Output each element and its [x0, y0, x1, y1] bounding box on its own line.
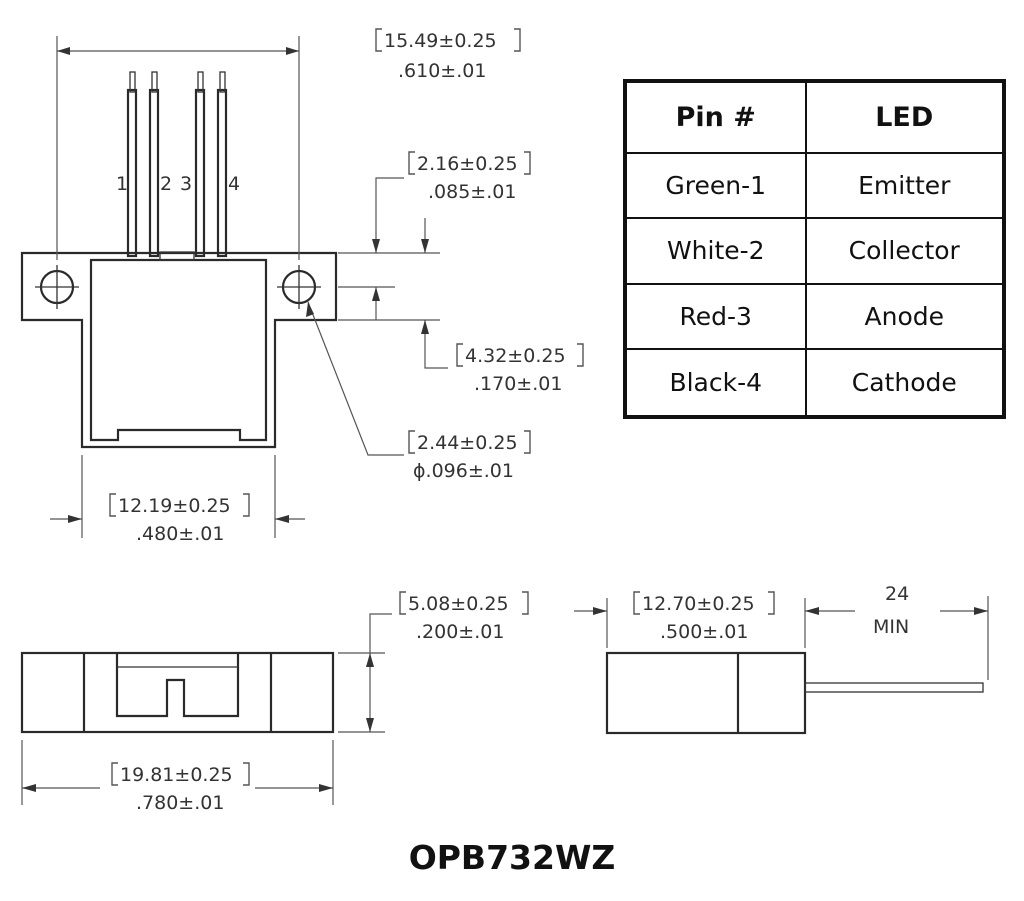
dim-hole-offset-in: .170±.01: [474, 373, 562, 395]
front-view: 5.08±0.25 .200±.01 19.81±0.25 .780±.01: [20, 591, 529, 814]
dim-hole-dia-mm: 2.44±0.25: [417, 432, 518, 454]
pin-label-4: 4: [228, 173, 240, 195]
dim-hole-offset-mm: 4.32±0.25: [465, 345, 566, 367]
table-cell: White-2: [624, 217, 807, 285]
table-row: White-2 Collector: [624, 217, 1005, 285]
pin-label-1: 1: [116, 173, 128, 195]
pin-table: Pin # LED Green-1 Emitter White-2 Collec…: [623, 79, 1006, 419]
side-view: 12.70±0.25 .500±.01 24 MIN: [574, 583, 989, 735]
dim-height-mm: 5.08±0.25: [408, 593, 509, 615]
table-cell: Collector: [804, 217, 1005, 285]
part-number-title: OPB732WZ: [408, 838, 616, 877]
dim-body-width-mm: 12.19±0.25: [118, 495, 231, 517]
dim-length-in: .780±.01: [136, 792, 224, 814]
flange-outline: [20, 251, 338, 449]
dim-side-width-mm: 12.70±0.25: [642, 593, 755, 615]
dim-hole-dia-in: ϕ.096±.01: [413, 460, 514, 482]
table-row: Black-4 Cathode: [624, 348, 1005, 418]
front-body: [20, 651, 335, 734]
dim-side-width-in: .500±.01: [660, 621, 748, 643]
table-row: Red-3 Anode: [624, 282, 1005, 351]
top-view: 1 2 3 4 15.49±0.25 .610±.01 2.16±0.25 .0…: [20, 28, 584, 545]
dim-length-mm: 19.81±0.25: [120, 764, 233, 786]
table-cell: Emitter: [804, 151, 1005, 220]
table-cell: Black-4: [624, 348, 807, 418]
dim-top-offset-mm: 2.16±0.25: [417, 153, 518, 175]
mount-hole-right: [277, 265, 321, 309]
dim-top-offset-in: .085±.01: [428, 181, 516, 203]
dim-overall-width-in: .610±.01: [398, 60, 486, 82]
table-cell: Cathode: [804, 348, 1005, 418]
dim-height-in: .200±.01: [416, 621, 504, 643]
table-cell: Red-3: [624, 282, 807, 351]
side-body: [605, 651, 807, 735]
table-row: Green-1 Emitter: [624, 151, 1005, 220]
dim-overall-width-mm: 15.49±0.25: [384, 30, 497, 52]
pin-label-2: 2: [160, 173, 172, 195]
table-cell: Green-1: [624, 151, 807, 220]
body-outline: [89, 258, 268, 442]
dim-lead-length: 24: [885, 583, 909, 605]
mount-hole-left: [35, 265, 79, 309]
table-header-pin: Pin #: [624, 80, 807, 154]
side-lead: [804, 682, 984, 693]
pin-label-3: 3: [180, 173, 192, 195]
dim-body-width-in: .480±.01: [136, 523, 224, 545]
table-cell: Anode: [804, 282, 1005, 351]
table-header-led: LED: [804, 80, 1005, 154]
dim-lead-length-unit: MIN: [873, 616, 909, 638]
table-header-row: Pin # LED: [624, 80, 1005, 154]
leads: [126, 71, 228, 261]
